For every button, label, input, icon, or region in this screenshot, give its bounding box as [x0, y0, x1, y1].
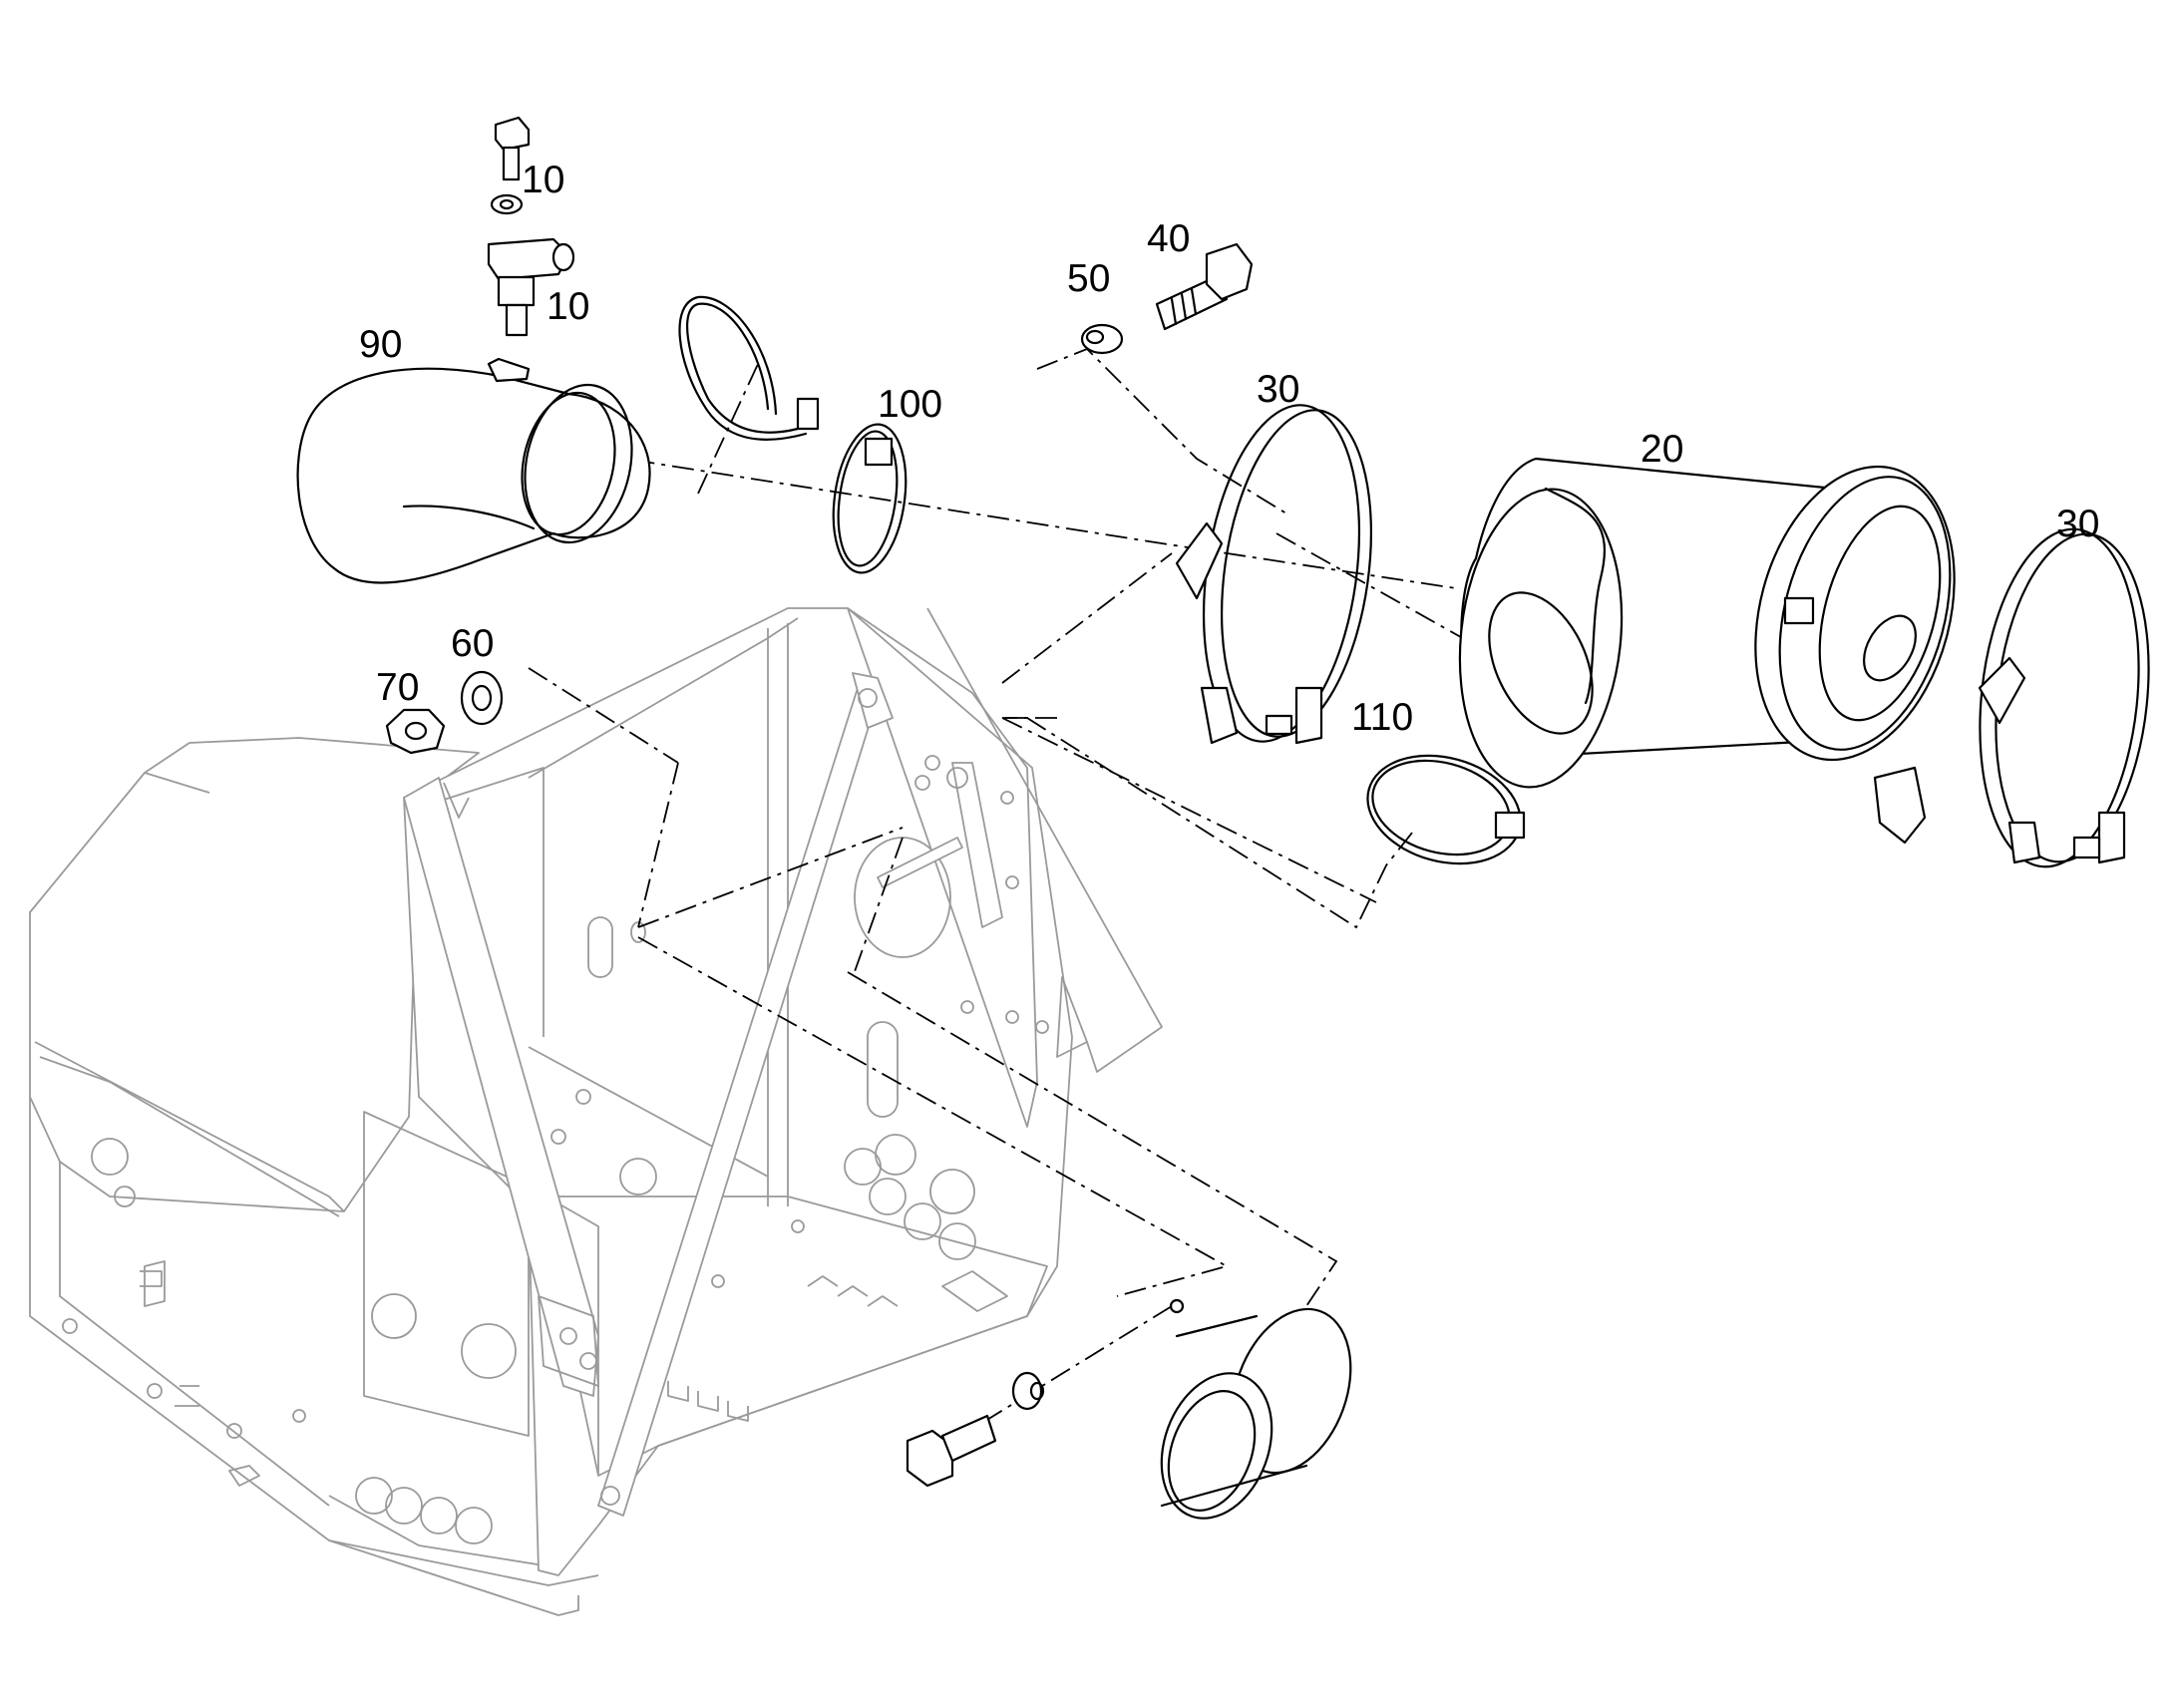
pressure-sensor-part: [487, 237, 575, 337]
bolt-40-part: [1155, 242, 1254, 331]
callout-70: 70: [376, 666, 419, 709]
band-clamp-30-left-part: [1175, 404, 1373, 745]
top-bolt-part: [490, 116, 531, 215]
callout-100: 100: [878, 383, 942, 426]
intake-hood-part: [296, 357, 651, 584]
callout-30-left: 30: [1257, 368, 1299, 411]
callout-90: 90: [359, 323, 402, 366]
callout-30-right: 30: [2056, 503, 2099, 545]
callout-40: 40: [1147, 217, 1190, 260]
callout-10-bolt: 10: [522, 159, 564, 201]
lower-bolt-part: [906, 1414, 997, 1488]
hose-clamp-100-part: [832, 423, 908, 574]
air-filter-housing-20-part: [1458, 457, 1956, 845]
outlet-adapter-part: [1160, 1298, 1352, 1520]
hose-clamp-110-part: [1366, 754, 1526, 865]
machine-frame: [29, 607, 1163, 1616]
band-clamp-30-right-part: [1978, 527, 2150, 868]
callout-10-sensor: 10: [546, 285, 589, 328]
washer-60-part: [460, 670, 504, 726]
callout-20: 20: [1640, 428, 1683, 471]
callout-110: 110: [1351, 696, 1413, 739]
callout-50: 50: [1067, 257, 1110, 300]
washer-50-part: [1080, 323, 1124, 355]
nut-70-part: [385, 708, 446, 755]
lower-washer-part: [1011, 1371, 1045, 1411]
callouts: 10 10 90 100 50 40 30 20 30 110 60 70: [359, 159, 2099, 739]
callout-60: 60: [451, 622, 494, 665]
open-clamp-ring-part: [678, 295, 820, 441]
